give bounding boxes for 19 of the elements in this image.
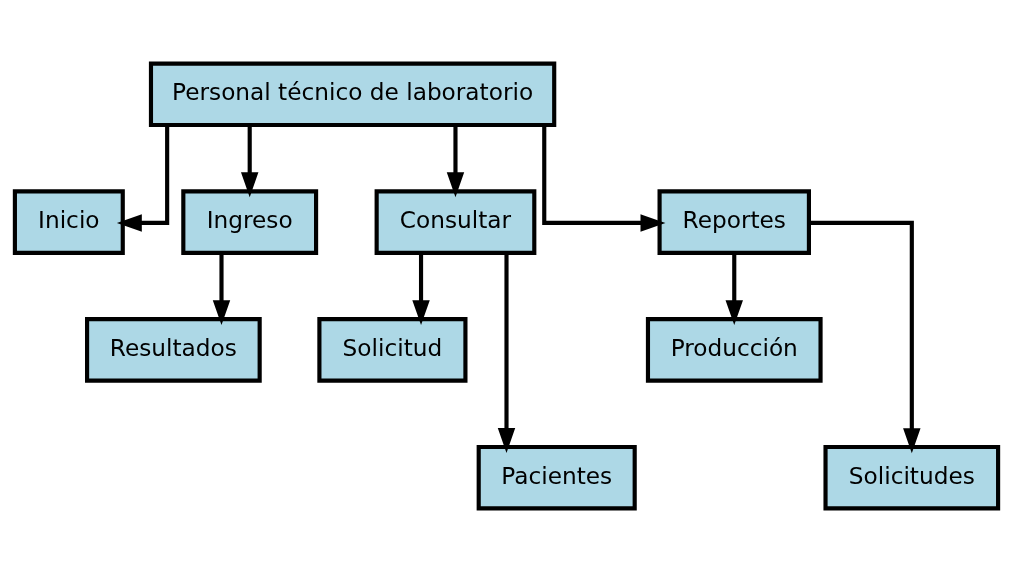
node-box: Inicio bbox=[12, 188, 125, 255]
arrow bbox=[542, 124, 666, 232]
node-box: Consultar bbox=[374, 188, 537, 255]
arrow bbox=[412, 252, 430, 325]
node-box: Solicitud bbox=[317, 316, 468, 383]
arrow bbox=[212, 252, 231, 325]
node-box: Solicitudes bbox=[823, 444, 1001, 510]
node-box: Personal técnico de laboratorio bbox=[148, 61, 557, 127]
node-box: Pacientes bbox=[476, 444, 637, 510]
node-box: Ingreso bbox=[181, 188, 319, 255]
arrow bbox=[116, 124, 170, 232]
arrow bbox=[725, 252, 743, 325]
node-box: Reportes bbox=[657, 188, 811, 255]
node-box: Producción bbox=[645, 316, 823, 383]
node-box: Resultados bbox=[85, 316, 262, 383]
arrow bbox=[497, 252, 516, 453]
arrow bbox=[809, 220, 921, 453]
arrow bbox=[446, 124, 465, 197]
arrow bbox=[240, 124, 259, 197]
